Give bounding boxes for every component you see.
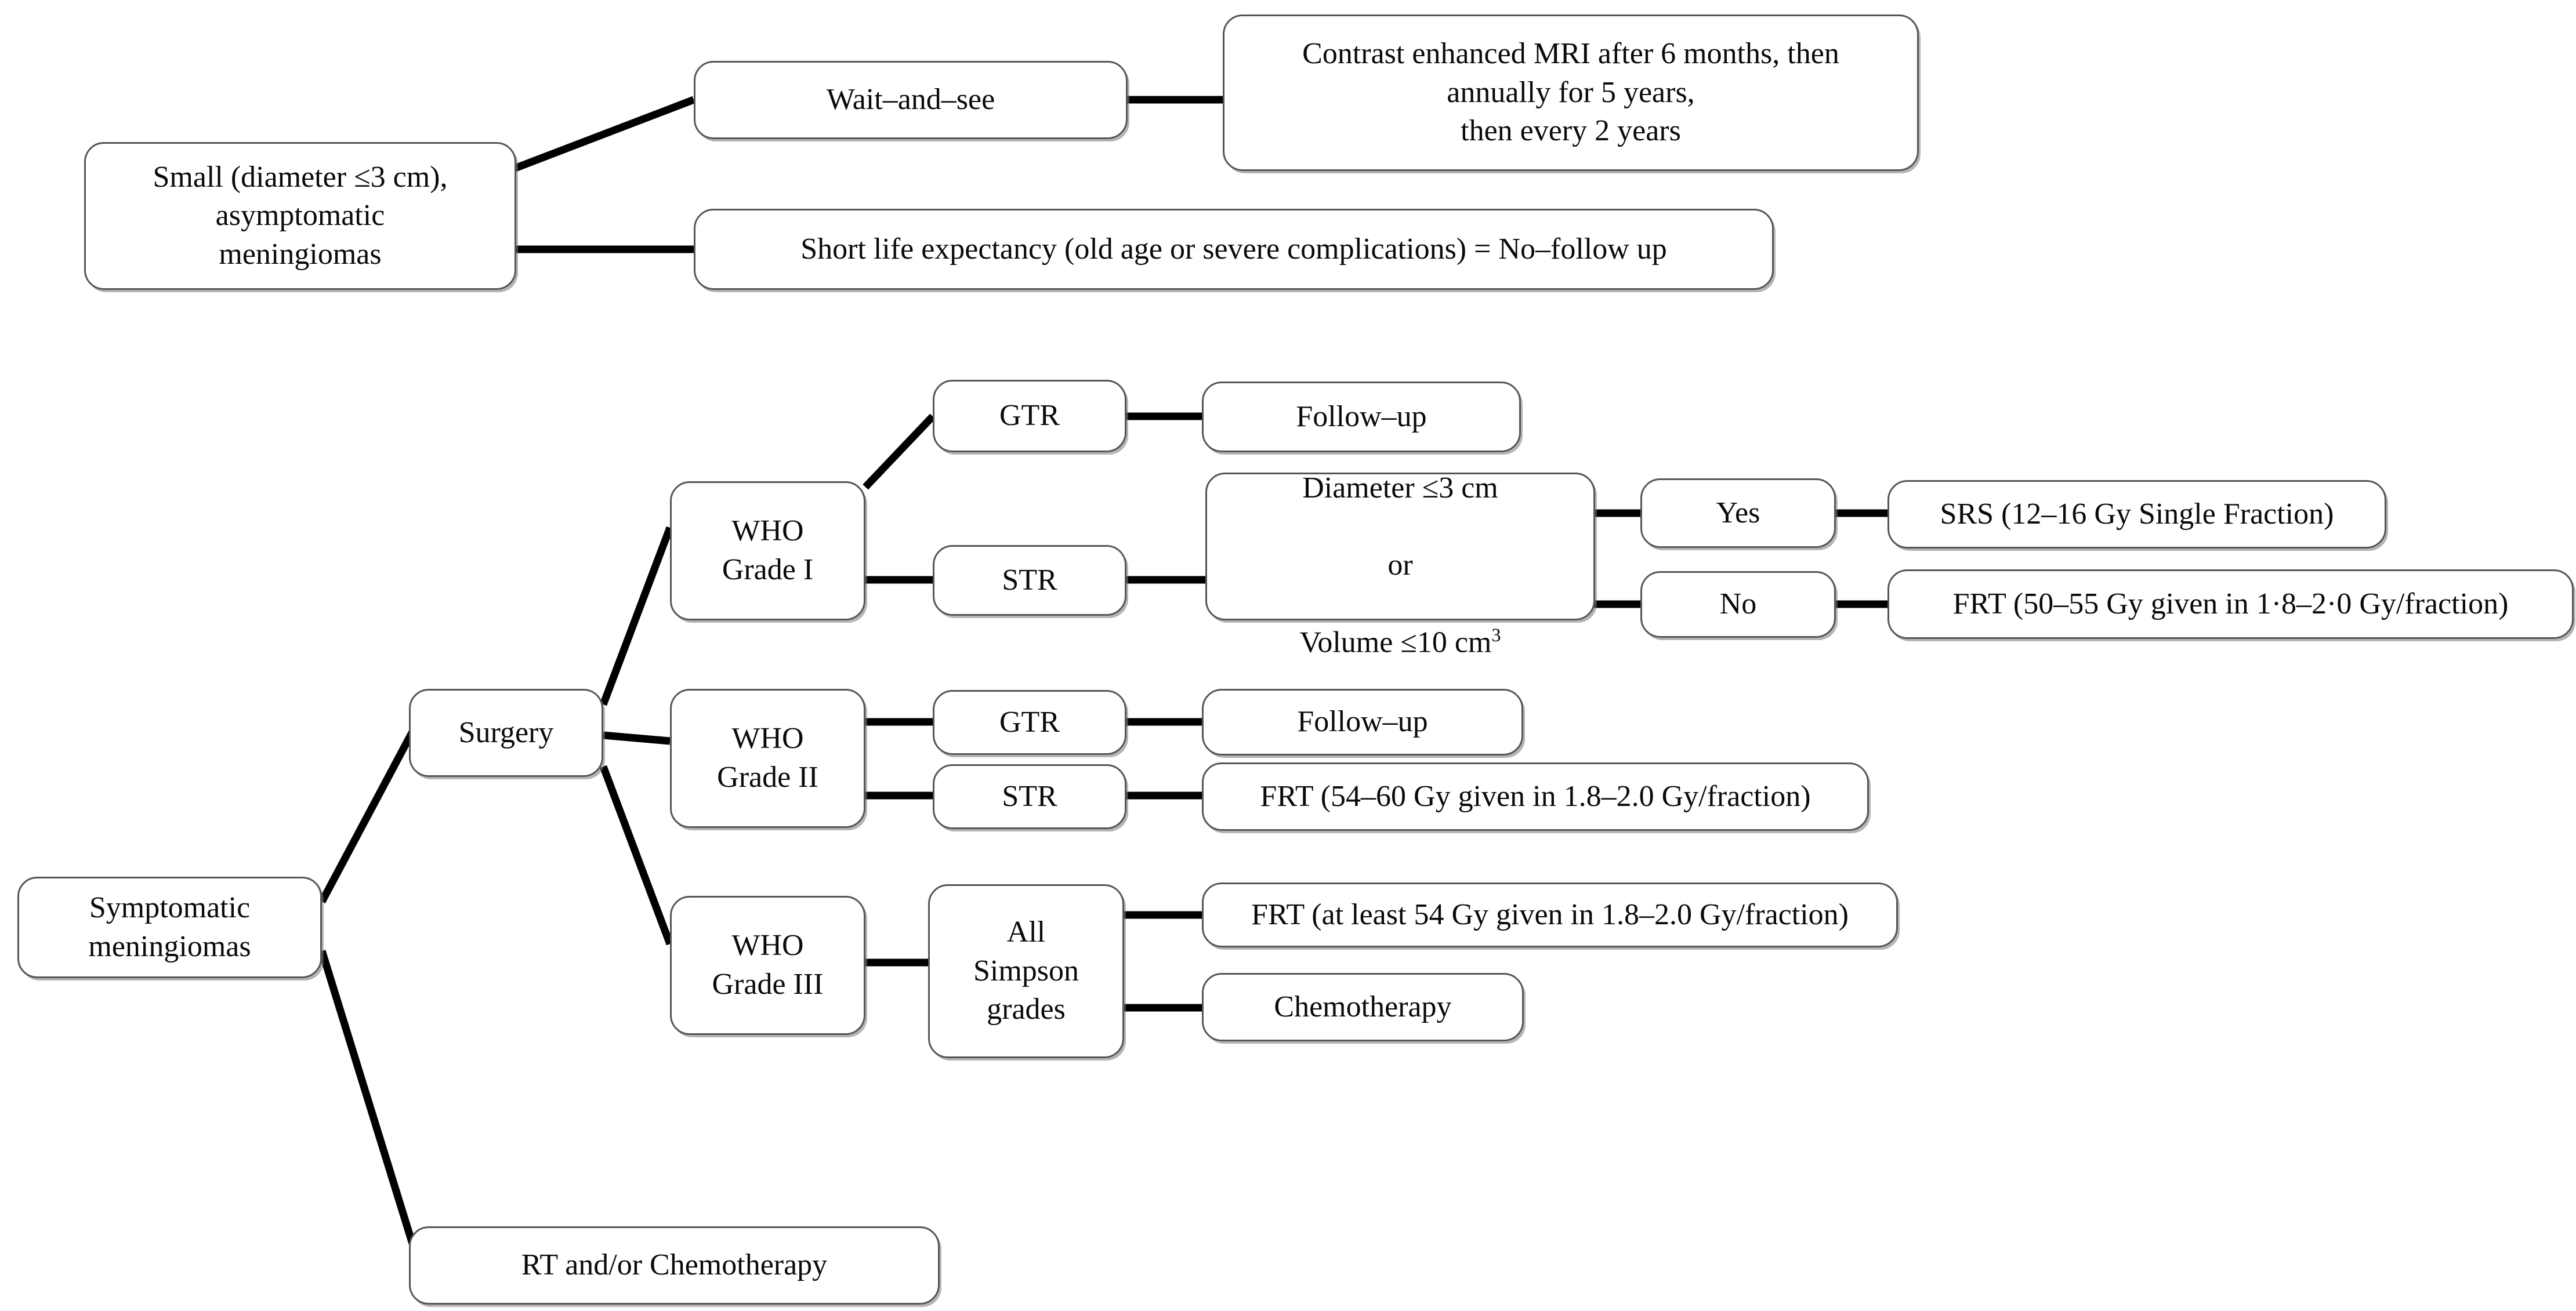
node-label: RT and/or Chemotherapy	[521, 1248, 828, 1282]
size-criteria-line-2: or	[1387, 549, 1413, 582]
node-small-asymptomatic-meningiomas[interactable]: Small (diameter ≤3 cm), asymptomatic men…	[84, 142, 516, 290]
node-label: Symptomatic meningiomas	[88, 891, 251, 963]
node-label: FRT (50–55 Gy given in 1·8–2·0 Gy/fracti…	[1952, 587, 2509, 620]
node-size-criteria[interactable]: Diameter ≤3 cm or Volume ≤10 cm3	[1205, 471, 1595, 659]
edge-surgery-to-grade1	[599, 526, 674, 706]
node-label: FRT (54–60 Gy given in 1.8–2.0 Gy/fracti…	[1260, 779, 1811, 813]
node-short-life-expectancy[interactable]: Short life expectancy (old age or severe…	[694, 209, 1774, 290]
size-criteria-exponent: 3	[1491, 624, 1501, 646]
node-yes[interactable]: Yes	[1640, 478, 1836, 548]
node-who-grade-3[interactable]: WHO Grade III	[670, 896, 865, 1035]
node-no[interactable]: No	[1640, 571, 1836, 638]
node-label: Small (diameter ≤3 cm), asymptomatic men…	[153, 160, 448, 271]
node-label: Wait–and–see	[826, 83, 995, 117]
edge-surgery-to-grade2	[603, 731, 671, 745]
node-frt-grade3[interactable]: FRT (at least 54 Gy given in 1.8–2.0 Gy/…	[1202, 883, 1898, 947]
edge-symptomatic-to-rt	[318, 950, 417, 1247]
node-label: Surgery	[458, 716, 554, 749]
node-chemotherapy[interactable]: Chemotherapy	[1202, 973, 1524, 1041]
node-label: STR	[1002, 563, 1057, 597]
node-label: All Simpson grades	[973, 916, 1079, 1026]
node-grade1-gtr[interactable]: GTR	[933, 380, 1126, 452]
node-frt-grade2[interactable]: FRT (54–60 Gy given in 1.8–2.0 Gy/fracti…	[1202, 762, 1869, 831]
node-label: Follow–up	[1296, 400, 1427, 433]
node-label: WHO Grade II	[717, 722, 818, 794]
node-symptomatic-meningiomas[interactable]: Symptomatic meningiomas	[17, 877, 322, 978]
node-label: Chemotherapy	[1274, 990, 1452, 1023]
node-label: Follow–up	[1297, 705, 1428, 739]
node-frt-grade1[interactable]: FRT (50–55 Gy given in 1·8–2·0 Gy/fracti…	[1887, 569, 2574, 639]
node-surgery[interactable]: Surgery	[409, 689, 603, 777]
node-srs-treatment[interactable]: SRS (12–16 Gy Single Fraction)	[1887, 480, 2386, 549]
node-label: Short life expectancy (old age or severe…	[800, 232, 1667, 266]
node-label: FRT (at least 54 Gy given in 1.8–2.0 Gy/…	[1251, 898, 1849, 931]
node-mri-followup-schedule[interactable]: Contrast enhanced MRI after 6 months, th…	[1223, 14, 1919, 171]
edge-grade1-to-gtr	[863, 413, 936, 490]
node-grade2-gtr[interactable]: GTR	[933, 690, 1126, 755]
node-label: Contrast enhanced MRI after 6 months, th…	[1302, 37, 1839, 148]
edge-surgery-to-grade3	[599, 765, 674, 946]
node-grade1-gtr-followup[interactable]: Follow–up	[1202, 382, 1521, 452]
node-label: WHO Grade III	[712, 929, 824, 1001]
node-grade1-str[interactable]: STR	[933, 545, 1126, 616]
node-label: Diameter ≤3 cm or Volume ≤10 cm3	[1290, 431, 1510, 663]
node-label: STR	[1002, 779, 1057, 813]
edge-small-to-wait	[513, 96, 695, 172]
node-rt-and-or-chemotherapy[interactable]: RT and/or Chemotherapy	[409, 1226, 940, 1305]
node-label: GTR	[999, 705, 1060, 739]
node-label: No	[1719, 587, 1757, 621]
node-all-simpson-grades[interactable]: All Simpson grades	[928, 884, 1124, 1058]
node-who-grade-2[interactable]: WHO Grade II	[670, 689, 865, 828]
node-grade2-str[interactable]: STR	[933, 764, 1126, 829]
node-wait-and-see[interactable]: Wait–and–see	[694, 61, 1128, 139]
node-grade2-gtr-followup[interactable]: Follow–up	[1202, 689, 1523, 756]
node-label: GTR	[999, 399, 1060, 433]
node-label: Yes	[1716, 496, 1760, 529]
node-who-grade-1[interactable]: WHO Grade I	[670, 481, 865, 620]
node-label: SRS (12–16 Gy Single Fraction)	[1940, 497, 2334, 531]
size-criteria-line-1: Diameter ≤3 cm	[1302, 471, 1498, 505]
edge-symptomatic-to-surgery	[318, 720, 421, 904]
node-label: WHO Grade I	[722, 514, 814, 586]
size-criteria-line-3: Volume ≤10 cm	[1299, 626, 1492, 659]
